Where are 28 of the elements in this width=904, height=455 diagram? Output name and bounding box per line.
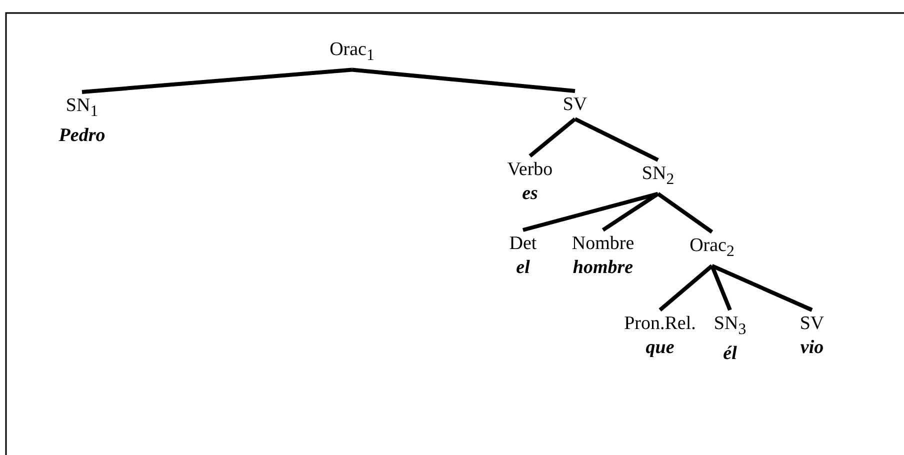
category-label: Verbo <box>507 158 553 182</box>
word-label: hombre <box>572 256 634 280</box>
tree-branch <box>711 264 813 312</box>
category-label: Nombre <box>572 232 634 256</box>
word-label: Pedro <box>58 124 106 148</box>
category-label: Pron.Rel. <box>624 312 696 336</box>
category-label: SV <box>562 93 588 117</box>
word-label: el <box>515 256 531 280</box>
tree-branch <box>602 192 660 232</box>
tree-branch <box>522 192 659 232</box>
word-label: es <box>521 182 539 206</box>
tree-branch <box>82 68 352 94</box>
tree-branch <box>658 264 714 312</box>
tree-branch <box>710 265 732 311</box>
tree-branch <box>656 192 714 234</box>
tree-branch <box>574 117 659 162</box>
category-label: Orac$_{2}$ <box>690 234 734 262</box>
category-label: SN$_{2}$ <box>642 162 674 190</box>
category-label: SN$_{1}$ <box>64 94 100 122</box>
category-label: SN$_{3}$ <box>714 312 746 340</box>
word-label: que <box>644 336 676 360</box>
category-label: Orac$_{1}$ <box>330 38 374 66</box>
word-label: vio <box>800 336 824 360</box>
category-label: Det <box>509 232 537 256</box>
category-label: SV <box>800 312 824 336</box>
tree-branch <box>528 117 576 158</box>
word-label: él <box>722 342 738 366</box>
tree-branch <box>352 68 576 93</box>
